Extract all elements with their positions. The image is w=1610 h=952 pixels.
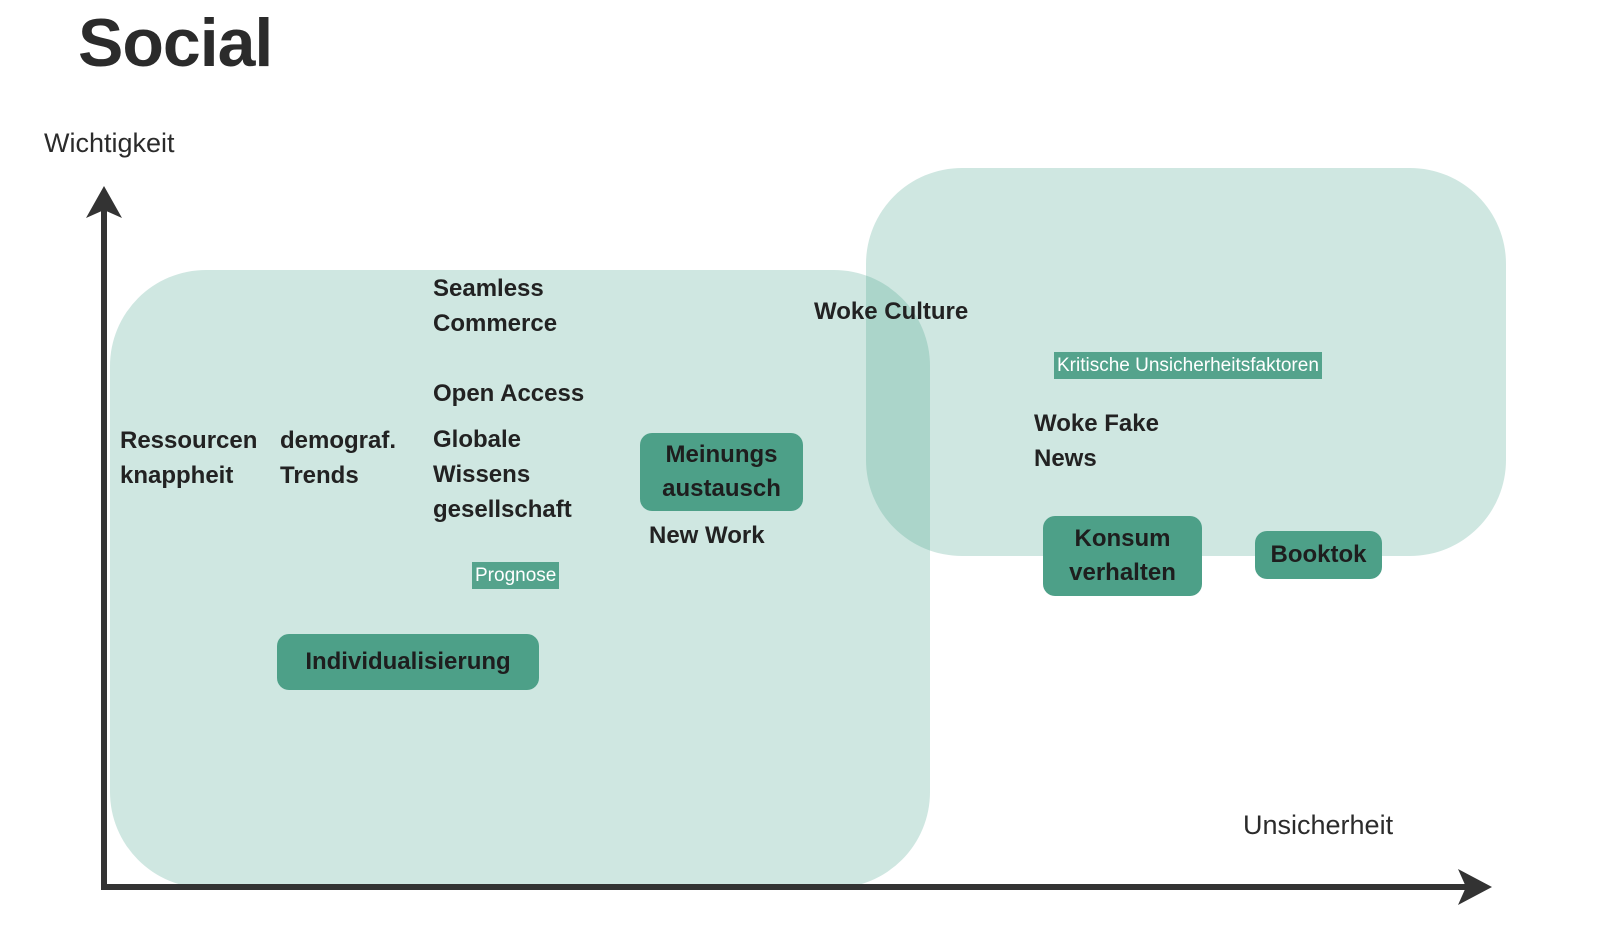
item-demografische-trends: demograf. Trends	[280, 427, 397, 489]
item-new-work: New Work	[649, 522, 765, 549]
pill-booktok[interactable]: Booktok	[1255, 531, 1382, 579]
item-globale-wissensgesellschaft: Globale Wissens gesellschaft	[433, 426, 572, 523]
tag-kritische-unsicherheitsfaktoren: Kritische Unsicherheitsfaktoren	[1054, 352, 1322, 380]
item-woke-culture: Woke Culture	[814, 298, 969, 325]
tag-prognose: Prognose	[472, 562, 560, 590]
item-ressourcenknappheit: Ressourcen knappheit	[120, 427, 258, 489]
x-axis-label: Unsicherheit	[1243, 810, 1394, 840]
item-seamless-commerce: Seamless Commerce	[433, 275, 558, 337]
page-title: Social	[78, 5, 273, 81]
pill-konsumverhalten[interactable]: Konsum verhalten	[1043, 516, 1202, 596]
pill-meinungsaustausch[interactable]: Meinungs austausch	[640, 433, 803, 511]
y-axis-label: Wichtigkeit	[44, 128, 175, 158]
item-woke-fake-news: Woke Fake News	[1034, 410, 1159, 472]
item-open-access: Open Access	[433, 380, 585, 407]
pill-individualisierung[interactable]: Individualisierung	[277, 634, 539, 690]
